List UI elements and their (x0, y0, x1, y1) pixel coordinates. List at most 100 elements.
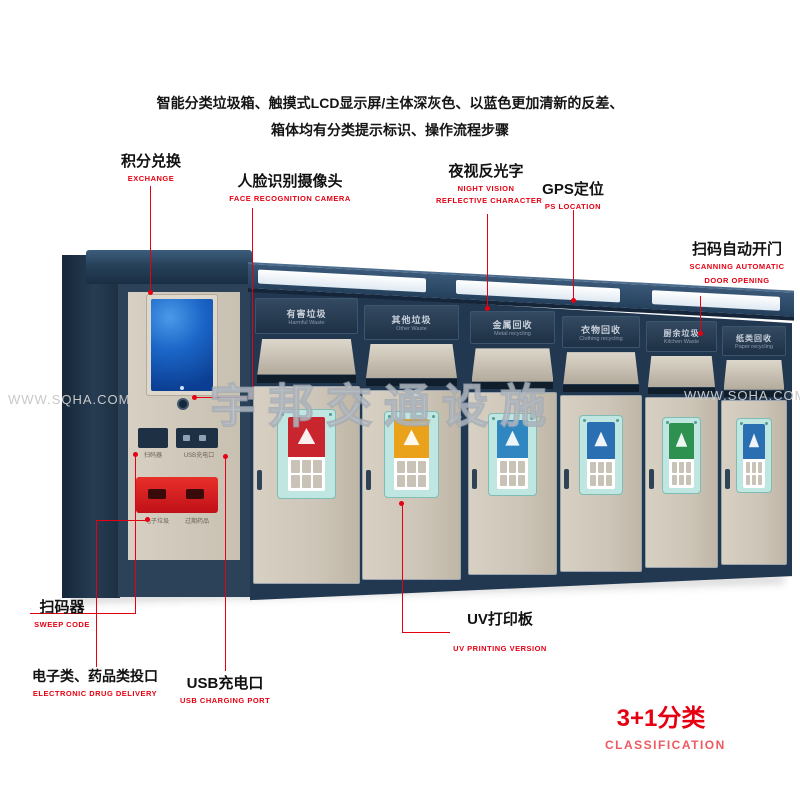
electronic-waste-slot[interactable] (148, 489, 166, 499)
bin-door[interactable] (560, 394, 642, 572)
bin-door[interactable] (253, 386, 360, 585)
callout-zh: 电子类、药品类投口 (32, 668, 158, 684)
callout-gps-location: GPS定位 PS LOCATION (541, 178, 605, 211)
product-description: 智能分类垃圾箱、触摸式LCD显示屏/主体深灰色、以蓝色更加清新的反差、 箱体均有… (100, 90, 680, 144)
bin-sign-label: 纸类回收 (735, 333, 772, 343)
callout-uv-printing: UV打印板 UV PRINTING VERSION (448, 608, 552, 653)
callout-en: SCANNING AUTOMATIC (689, 262, 785, 271)
usb-port-icon (199, 435, 206, 441)
callout-en: UV PRINTING VERSION (453, 644, 547, 653)
watermark-center: 宇邦交通设施 (209, 379, 558, 433)
bin-sign-sublabel: Other Waste (396, 325, 427, 332)
recycle-icon (675, 432, 688, 447)
bin-sign-sublabel: Kitchen Waste (663, 339, 700, 346)
door-handle[interactable] (472, 469, 477, 490)
classification-sticker (578, 415, 624, 496)
callout-usb-charging: USB充电口 USB CHARGING PORT (180, 672, 270, 705)
callout-en: NIGHT VISION (457, 184, 515, 193)
watermark-left: WWW.SQHA.COM (8, 392, 131, 407)
description-line-1: 智能分类垃圾箱、触摸式LCD显示屏/主体深灰色、以蓝色更加清新的反差、 (156, 95, 624, 111)
deposit-gap (563, 385, 639, 392)
description-line-2: 箱体均有分类提示标识、操作流程步骤 (271, 122, 509, 138)
usb-charging-plate[interactable] (176, 428, 218, 448)
bin-door[interactable] (721, 399, 787, 565)
bin-sign-sublabel: Metal recycling (494, 331, 531, 338)
screen-home-dot (180, 386, 184, 390)
deposit-flap[interactable] (365, 343, 458, 379)
classification-sticker (736, 418, 772, 494)
callout-en: DOOR OPENING (704, 276, 770, 285)
bin-door[interactable] (645, 397, 718, 569)
deposit-flap[interactable] (723, 359, 785, 390)
bin-sign-label: 有害垃圾 (286, 308, 327, 319)
callout-zh: UV打印板 (467, 611, 533, 628)
classification-sticker (384, 411, 439, 498)
recycle-icon (594, 431, 608, 447)
kiosk-canopy (86, 250, 252, 284)
bin-sign-sublabel: Harmful Waste (288, 319, 325, 326)
leader-line (700, 296, 701, 334)
bin-harmful-waste: 有害垃圾 Harmful Waste (253, 298, 360, 598)
door-handle[interactable] (366, 469, 371, 490)
bin-door[interactable] (362, 389, 461, 580)
bin-door[interactable] (468, 392, 557, 576)
leader-dot (223, 454, 228, 459)
bin-sign: 衣物回收 Clothing recycling (561, 316, 641, 349)
deposit-gap (723, 390, 785, 397)
door-handle[interactable] (649, 469, 654, 490)
callout-zh: 人脸识别摄像头 (237, 173, 343, 190)
bin-sign: 纸类回收 Paper recycling (722, 326, 786, 356)
callout-sweep-code: 扫码器 SWEEP CODE (24, 596, 100, 629)
leader-line (196, 397, 253, 398)
sticker-color-band (287, 417, 326, 458)
leader-line (252, 208, 253, 398)
bin-other-waste: 其他垃圾 Other Waste (362, 305, 461, 593)
lcd-touchscreen[interactable] (151, 299, 213, 391)
callout-en: SWEEP CODE (34, 620, 90, 629)
door-handle[interactable] (257, 469, 262, 490)
callout-en: REFLECTIVE CHARACTER (436, 196, 543, 205)
led-light-strip (258, 269, 426, 293)
callout-en: FACE RECOGNITION CAMERA (229, 194, 351, 203)
medicine-slot-label: 过期药品 (184, 519, 209, 525)
leader-line (135, 455, 136, 614)
door-handle[interactable] (725, 468, 730, 489)
leader-dot (192, 395, 197, 400)
leader-dot (145, 517, 150, 522)
sticker-icon-grid (497, 458, 528, 489)
leader-line (573, 210, 574, 301)
classification-sticker (277, 408, 336, 499)
leader-line (225, 457, 226, 671)
kiosk-side-panel (62, 255, 120, 598)
bin-sign: 有害垃圾 Harmful Waste (255, 298, 358, 334)
bin-sign: 厨余垃圾 Kitchen Waste (646, 321, 717, 353)
bin-sign: 金属回收 Metal recycling (469, 311, 556, 345)
bin-paper-recycling: 纸类回收 Paper recycling (721, 326, 787, 576)
qr-scanner-window[interactable] (138, 428, 168, 448)
callout-zh: 3+1分类 (616, 705, 706, 732)
bin-sign-sublabel: Clothing recycling (579, 335, 623, 342)
bin-sign-label: 金属回收 (492, 320, 533, 331)
leader-line (150, 186, 151, 292)
sticker-icon-grid (669, 459, 694, 489)
classification-sticker (661, 416, 702, 495)
recycle-icon (748, 433, 760, 448)
expired-medicine-slot[interactable] (186, 489, 204, 499)
door-handle[interactable] (564, 469, 569, 490)
electronic-slot-label: 电子垃圾 (144, 519, 169, 525)
bin-row: 有害垃圾 Harmful Waste 其他垃圾 Other Waste (250, 290, 792, 601)
bin-sign-label: 衣物回收 (580, 324, 621, 335)
deposit-flap[interactable] (471, 348, 554, 382)
callout-exchange: 积分兑换 EXCHANGE (103, 150, 199, 183)
callout-zh: 扫码自动开门 (691, 241, 782, 258)
sticker-color-band (668, 422, 694, 459)
deposit-flap[interactable] (257, 338, 356, 375)
leader-dot (698, 331, 703, 336)
leader-dot (485, 306, 490, 311)
deposit-flap[interactable] (563, 352, 639, 385)
scanner-plate-label: 扫码器 (143, 453, 162, 459)
deposit-flap[interactable] (647, 355, 716, 388)
callout-en: EXCHANGE (127, 174, 175, 183)
leader-dot (399, 501, 404, 506)
